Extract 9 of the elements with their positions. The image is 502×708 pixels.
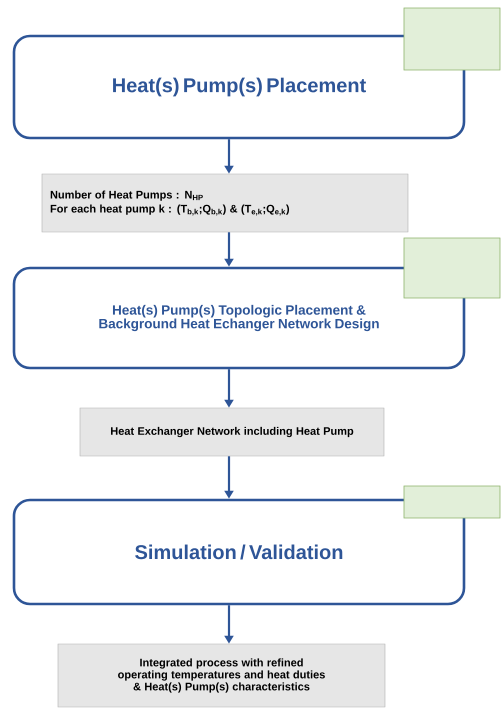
stage-box: Heat(s) Pump(s) Placement — [12, 34, 466, 140]
tool-box — [404, 486, 500, 518]
stage-box: Heat(s) Pump(s) Topologic Placement & Background Heat Echanger Network Design — [12, 266, 466, 370]
tool-box — [404, 8, 500, 70]
data-box: Number of Heat Pumps : N$_{HP}$ For each heat pump k : (T$_{b,k}$;Q$_{b,k}$) & (T$_{e,k}$;Q$_{e,k}$) — [42, 174, 408, 232]
tool-box — [404, 238, 500, 298]
data-box: Integrated process with refined operating temperatures and heat duties & Heat(s) Pump(s) characteristics — [58, 644, 386, 708]
data-box: Heat Exchanger Network including Heat Pump — [80, 408, 384, 456]
stage-box: Simulation / Validation — [12, 498, 466, 606]
